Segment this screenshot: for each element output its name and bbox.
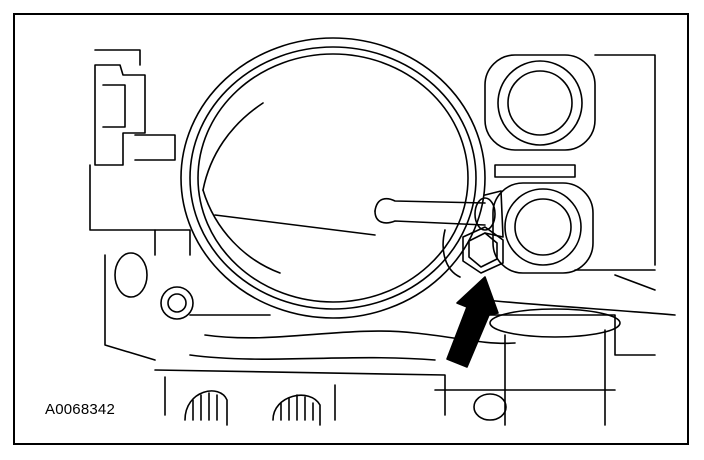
threaded-studs [184, 384, 336, 426]
left-housing [89, 49, 176, 231]
lower-casting [154, 269, 676, 426]
mounting-boss [104, 229, 194, 361]
vacuum-tube [374, 190, 504, 238]
right-bosses [484, 54, 656, 274]
figure-reference-code: A0068342 [45, 401, 116, 418]
small-hole [473, 393, 507, 421]
engine-line-drawing [89, 37, 676, 426]
diagram-frame: A0068342 [13, 13, 689, 445]
bolt [442, 226, 504, 278]
throttle-bore [180, 37, 486, 319]
